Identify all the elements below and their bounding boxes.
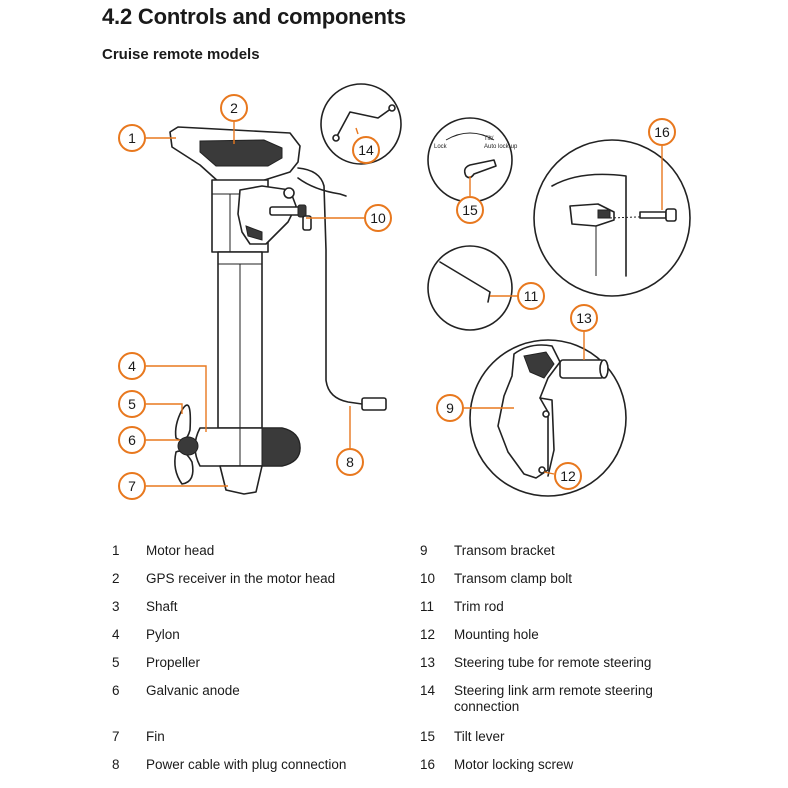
- propeller-blade-bottom: [175, 451, 193, 484]
- callout-13: 13: [571, 305, 597, 331]
- svg-text:6: 6: [128, 432, 136, 448]
- svg-text:7: 7: [128, 478, 136, 494]
- tilt-label-auto-lock: Auto lock-up: [484, 144, 518, 150]
- svg-text:12: 12: [560, 468, 576, 484]
- components-diagram: Lock Tilt/ Auto lock-up: [0, 0, 788, 540]
- callout-7: 7: [119, 473, 145, 499]
- callout-4: 4: [119, 353, 145, 379]
- tilt-label-lock: Lock: [434, 144, 448, 150]
- callout-12: 12: [555, 463, 581, 489]
- svg-text:1: 1: [128, 130, 136, 146]
- power-cable-shape: [298, 168, 362, 404]
- callout-1: 1: [119, 125, 145, 151]
- galvanic-anode-shape: [178, 437, 198, 455]
- svg-text:11: 11: [524, 288, 539, 304]
- svg-text:15: 15: [462, 202, 478, 218]
- fin-shape: [220, 466, 262, 494]
- svg-text:14: 14: [358, 142, 374, 158]
- callout-6: 6: [119, 427, 145, 453]
- callout-10: 10: [365, 205, 391, 231]
- motor-illustration: [170, 127, 386, 494]
- callout-5: 5: [119, 391, 145, 417]
- detail-trim-rod: [428, 246, 512, 330]
- callout-11: 11: [518, 283, 544, 309]
- transom-clamp-bolt-shape: [270, 207, 300, 215]
- svg-text:8: 8: [346, 454, 354, 470]
- detail-tilt-lever: Lock Tilt/ Auto lock-up: [428, 118, 518, 202]
- svg-text:10: 10: [370, 210, 386, 226]
- callout-2: 2: [221, 95, 247, 121]
- svg-text:4: 4: [128, 358, 136, 374]
- svg-text:2: 2: [230, 100, 238, 116]
- callout-9: 9: [437, 395, 463, 421]
- gps-receiver-shape: [200, 140, 282, 166]
- steering-tube-shape: [560, 360, 604, 378]
- propeller-blade-top: [176, 405, 191, 440]
- tilt-label-tilt: Tilt/: [484, 136, 494, 142]
- detail-locking-screw: [534, 140, 690, 296]
- callout-16: 16: [649, 119, 675, 145]
- power-plug-shape: [362, 398, 386, 410]
- svg-text:13: 13: [576, 310, 592, 326]
- callout-15: 15: [457, 197, 483, 223]
- svg-text:16: 16: [654, 124, 670, 140]
- svg-text:5: 5: [128, 396, 136, 412]
- callout-8: 8: [337, 449, 363, 475]
- callout-14: 14: [353, 137, 379, 163]
- svg-text:9: 9: [446, 400, 454, 416]
